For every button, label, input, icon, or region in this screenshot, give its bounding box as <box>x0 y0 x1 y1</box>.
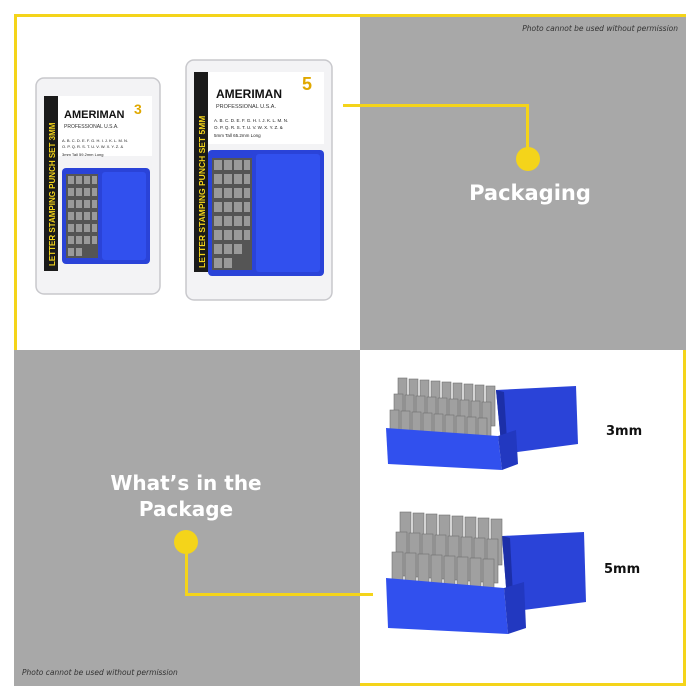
package-large-alpha1: A. B. C. D. E. F. G. H. I. J. K. L. M. N… <box>214 118 288 123</box>
package-large-title: LETTER STAMPING PUNCH SET 5MM <box>197 116 207 268</box>
punch-set-3mm <box>386 377 578 470</box>
package-small-badge: 3 <box>134 101 142 117</box>
permission-notice-top: Photo cannot be used without permission <box>522 24 678 33</box>
contents-connector-vertical <box>185 542 188 596</box>
package-large-brand: AMERIMAN <box>216 87 282 101</box>
package-small-title: LETTER STAMPING PUNCH SET 3MM <box>48 122 57 266</box>
quadrant-packaging-label <box>360 14 686 350</box>
size-label-5mm: 5mm <box>604 562 641 577</box>
package-large-sub: PROFESSIONAL U.S.A. <box>216 104 276 110</box>
package-small-sub: PROFESSIONAL U.S.A. <box>64 124 119 130</box>
package-small-alpha1: A. B. C. D. E. F. G. H. I. J. K. L. M. N… <box>62 138 128 143</box>
quadrant-contents-label <box>14 350 360 686</box>
package-small-alpha2: O. P. Q. R. S. T. U. V. W. X. Y. Z. & <box>62 144 123 149</box>
package-large-5mm: LETTER STAMPING PUNCH SET 5MM AMERIMAN P… <box>185 59 333 301</box>
punch-set-5mm <box>386 511 586 634</box>
package-small-3mm: LETTER STAMPING PUNCH SET 3MM AMERIMAN P… <box>35 77 161 295</box>
package-small-dims: 3mm Tall 59.2mm Long <box>62 152 104 157</box>
contents-label-line1: What’s in the <box>110 471 262 495</box>
permission-notice-bottom: Photo cannot be used without permission <box>22 668 178 677</box>
packaging-label: Packaging <box>469 181 591 205</box>
package-large-alpha2: O. P. Q. R. S. T. U. V. W. X. Y. Z. & <box>214 125 283 130</box>
contents-connector-horizontal <box>185 593 373 596</box>
packaging-connector-dot <box>516 147 540 171</box>
frame-right-line <box>683 350 686 686</box>
frame-bottom-line <box>360 683 686 686</box>
packaging-connector-horizontal <box>343 104 529 107</box>
package-large-dims: 5mm Tall 65.2mm Long <box>214 133 261 138</box>
frame-top-line <box>14 14 686 17</box>
package-large-badge: 5 <box>302 74 312 94</box>
size-label-3mm: 3mm <box>606 424 643 439</box>
package-small-brand: AMERIMAN <box>64 109 125 121</box>
frame-left-line <box>14 14 17 350</box>
packaging-connector-vertical <box>526 104 529 158</box>
contents-label-line2: Package <box>138 497 234 521</box>
